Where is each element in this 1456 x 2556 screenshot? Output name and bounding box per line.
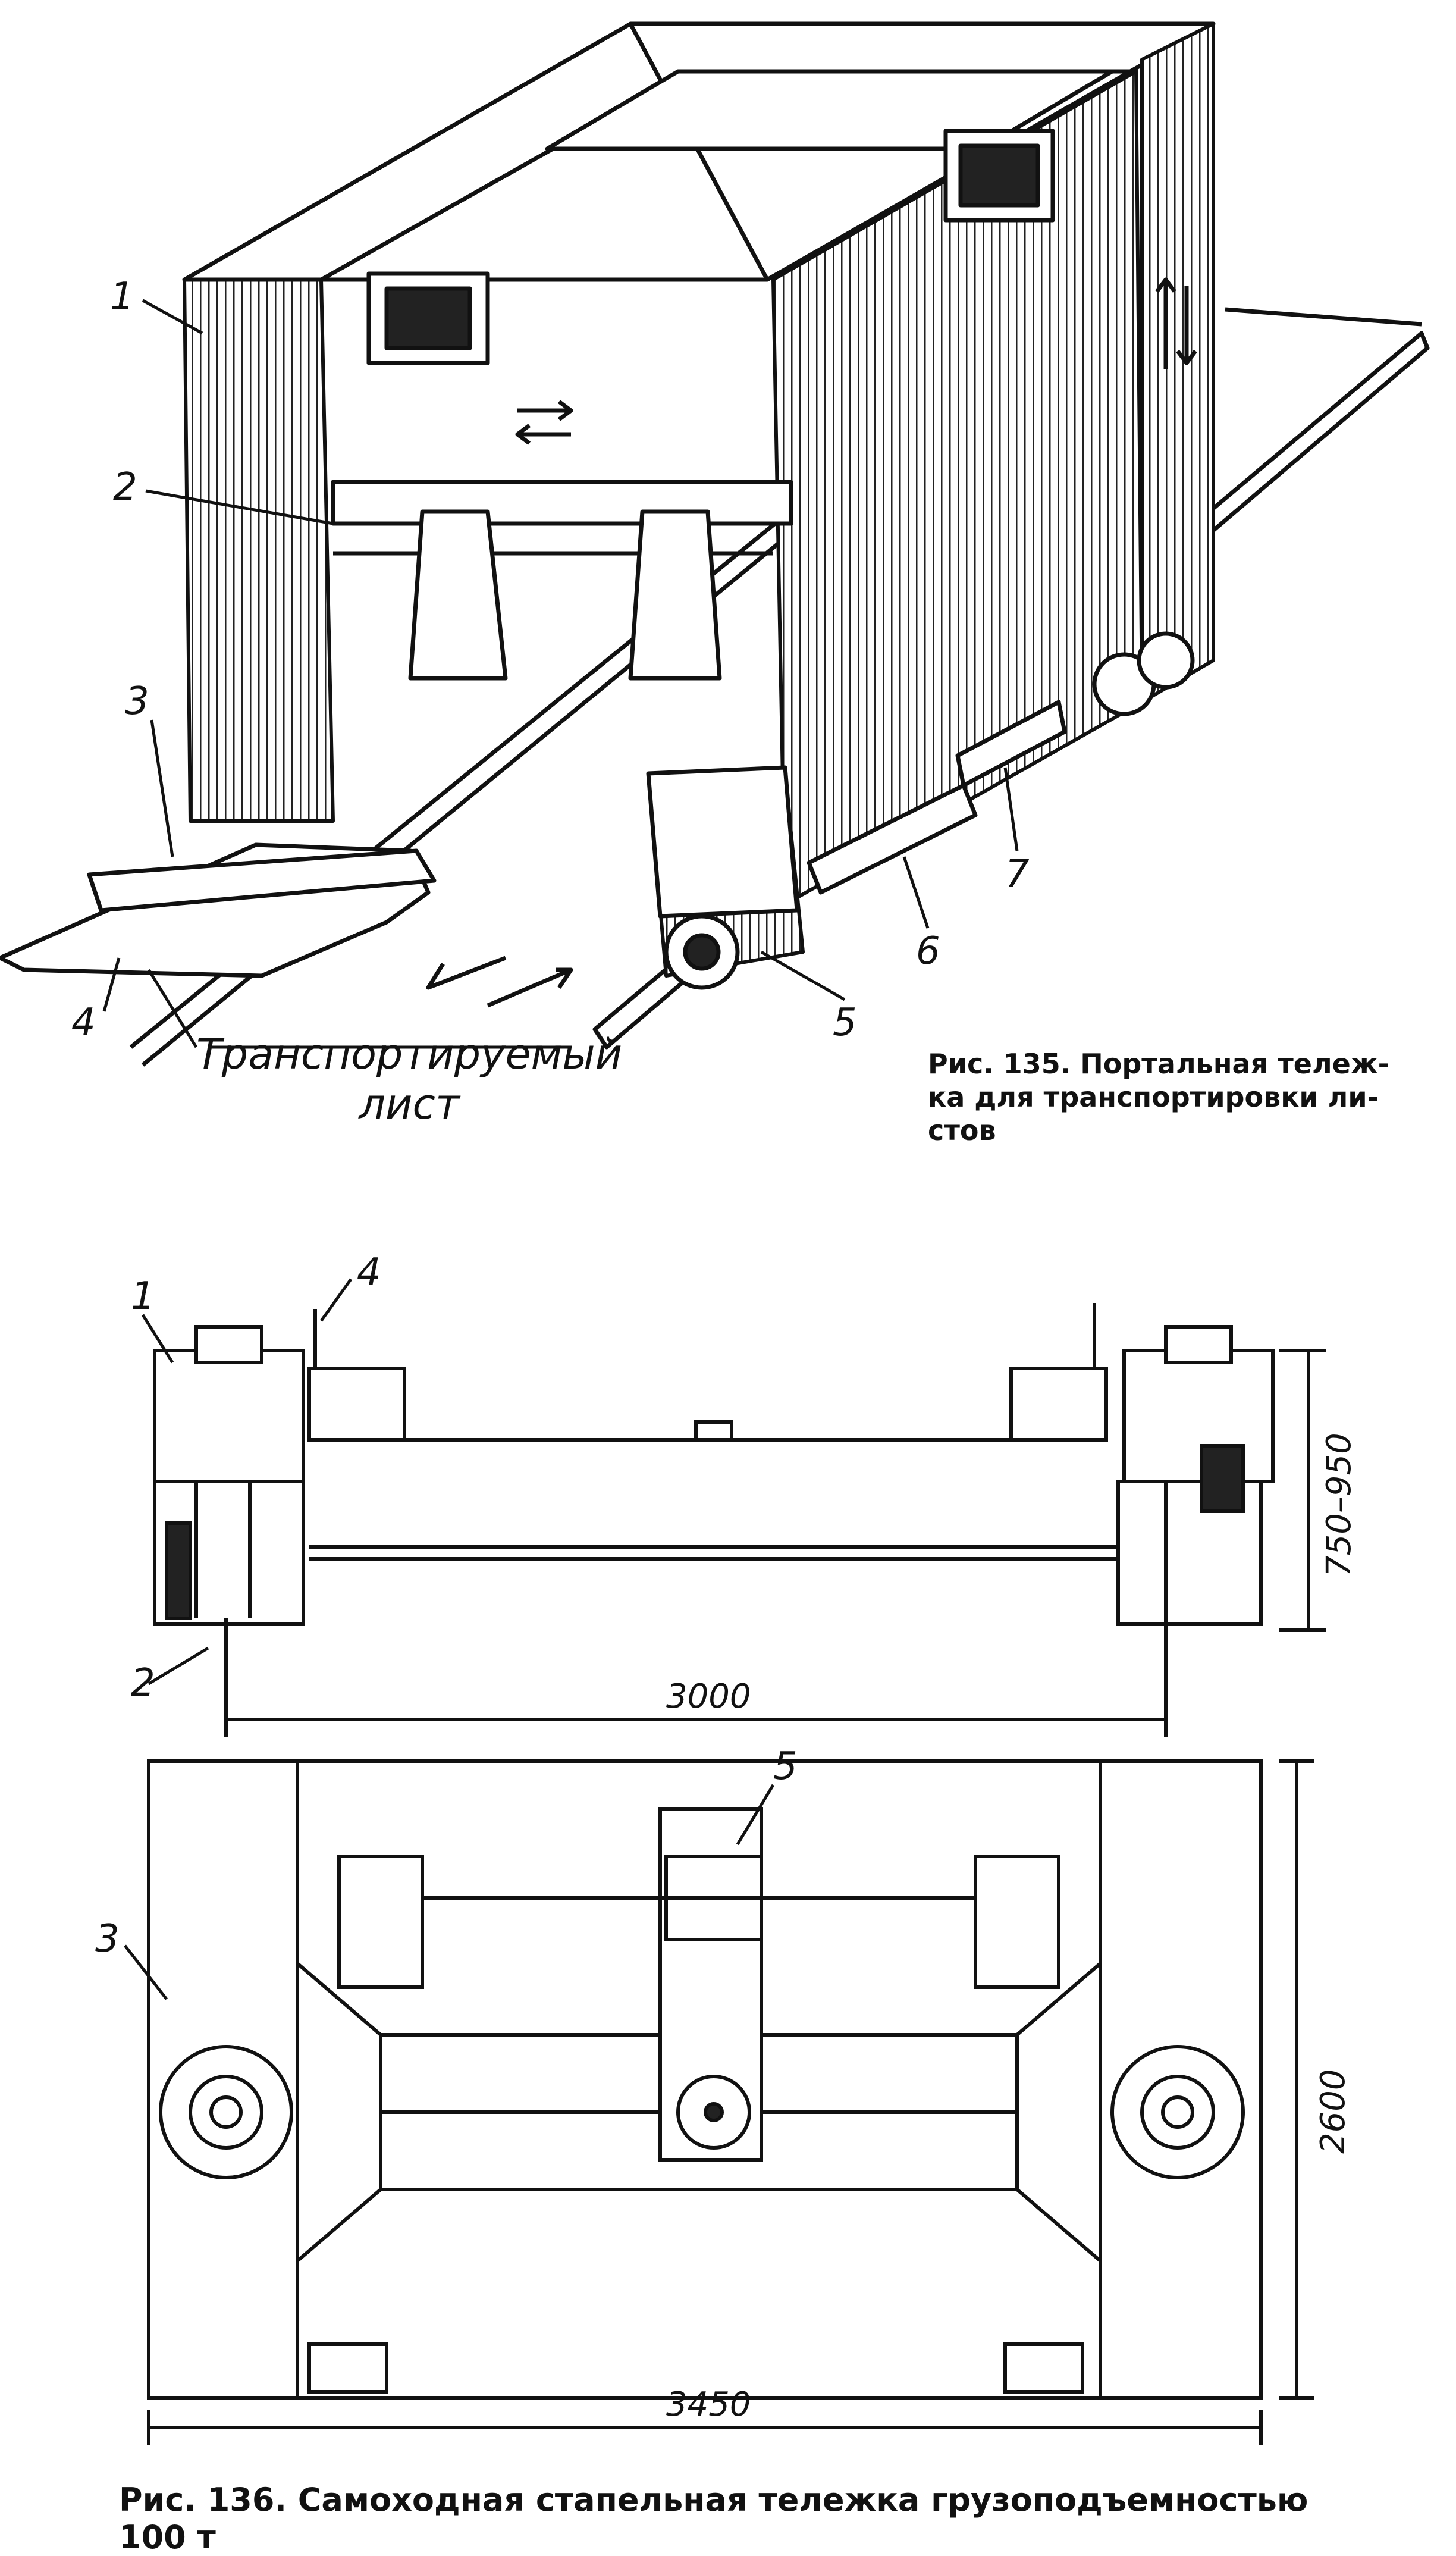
fig136-label-4: 4 [357,1251,381,1295]
fig136-label-3: 3 [95,1917,120,1961]
sheet-on-stand [87,848,437,913]
fig135-label-3: 3 [125,679,149,723]
fig135-label-2: 2 [113,465,137,509]
support-left [408,509,508,681]
dim-2600: 2600 [1314,2069,1353,2154]
transported-sheet-note: Транспортируемый лист [196,1029,622,1129]
note-line-2: лист [359,1080,460,1129]
fig135-label-6: 6 [916,929,940,973]
figure-135-caption: Рис. 135. Портальная тележ-ка для трансп… [928,1048,1389,1147]
figure-136-plan [147,1759,1314,2445]
dim-3000: 3000 [666,1677,751,1716]
figure-136-elevation [153,1303,1326,1737]
cross-beam [331,480,793,526]
dim-750-950: 750–950 [1320,1433,1358,1577]
fig135-label-4: 4 [71,1001,96,1045]
portal-left-column [183,278,335,823]
figure-135-drawing [0,21,1430,1067]
fig135-label-5: 5 [833,1001,857,1045]
dim-3450: 3450 [666,2385,751,2424]
fig136-label-1: 1 [131,1274,155,1318]
note-line-1: Транспортируемый [196,1030,623,1079]
fig136-label-5: 5 [773,1744,798,1788]
portal-right-column [1140,22,1215,704]
figure-136-caption: Рис. 136. Самоходная стапельная тележка … [119,2481,1308,2556]
support-right [628,509,722,681]
drive-unit [646,765,799,919]
fig135-label-1: 1 [110,275,134,319]
fig135-label-7: 7 [1005,852,1030,896]
